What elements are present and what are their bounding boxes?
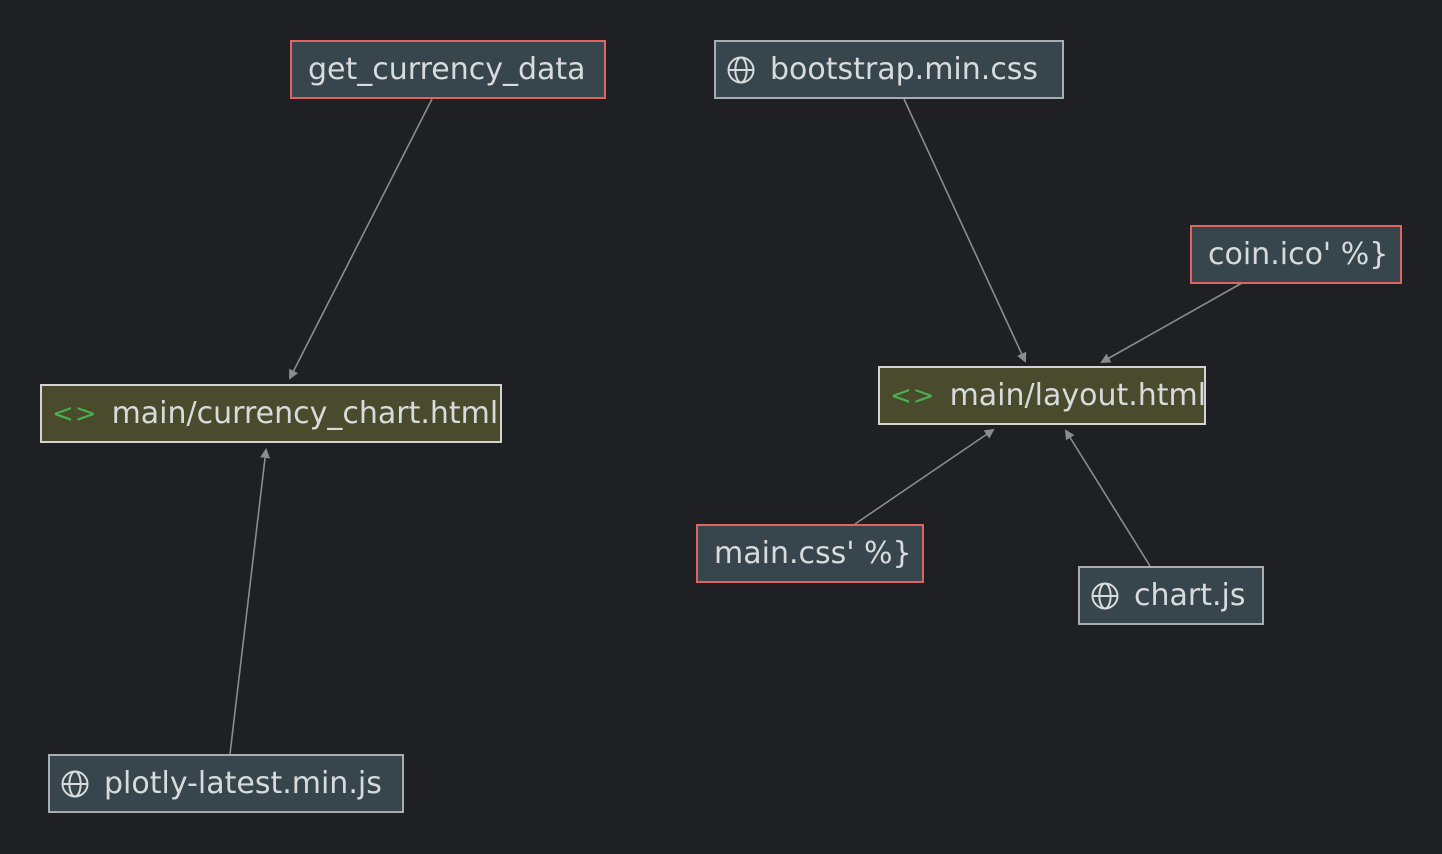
node-get-currency-data[interactable]: get_currency_data xyxy=(290,40,606,99)
node-currency-chart-template[interactable]: <> main/currency_chart.html xyxy=(40,384,502,443)
node-label: plotly-latest.min.js xyxy=(104,765,382,801)
node-main-css[interactable]: main.css' %} xyxy=(696,524,924,583)
node-plotly-latest-min-js[interactable]: plotly-latest.min.js xyxy=(48,754,404,813)
node-label: bootstrap.min.css xyxy=(770,51,1039,87)
globe-icon xyxy=(1090,581,1120,611)
globe-icon xyxy=(726,55,756,85)
edge-coin-ico-to-layout xyxy=(1100,282,1243,363)
node-chart-js[interactable]: chart.js xyxy=(1078,566,1264,625)
node-label: coin.ico' %} xyxy=(1208,236,1389,272)
edge-main-css-to-layout xyxy=(854,428,995,525)
node-label: main.css' %} xyxy=(714,535,912,571)
edge-bootstrap-to-layout xyxy=(903,98,1027,363)
node-bootstrap-min-css[interactable]: bootstrap.min.css xyxy=(714,40,1064,99)
node-label: main/layout.html xyxy=(949,377,1207,413)
node-label: get_currency_data xyxy=(308,51,586,87)
globe-icon xyxy=(60,769,90,799)
node-coin-ico[interactable]: coin.ico' %} xyxy=(1190,225,1402,284)
node-label: chart.js xyxy=(1134,577,1246,613)
edge-chart-js-to-layout xyxy=(1064,429,1151,567)
code-icon: <> xyxy=(890,380,936,411)
edge-get-currency-data-to-currency-chart xyxy=(289,98,433,380)
edge-plotly-to-currency-chart xyxy=(229,448,271,755)
node-layout-template[interactable]: <> main/layout.html xyxy=(878,366,1206,425)
node-label: main/currency_chart.html xyxy=(111,395,499,431)
code-icon: <> xyxy=(52,398,98,429)
